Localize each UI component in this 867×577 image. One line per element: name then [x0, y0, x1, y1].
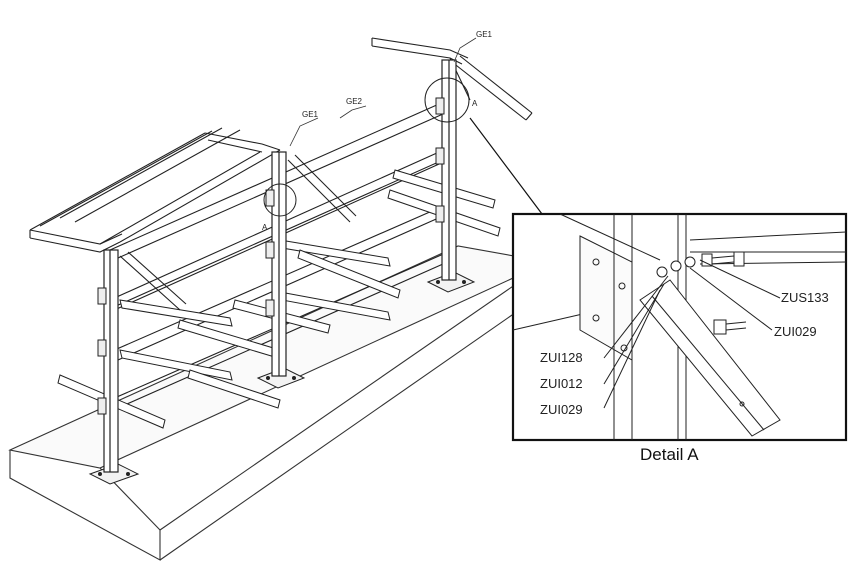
roof-frame-left	[29, 127, 357, 311]
part-label-zui029-left: ZUI029	[540, 402, 583, 417]
label-ge2: GE2	[346, 97, 363, 106]
label-ge1-mid: GE1	[302, 110, 319, 119]
label-a-right: A	[472, 99, 478, 108]
leader-lines	[289, 37, 477, 147]
part-label-zus133: ZUS133	[781, 290, 829, 305]
part-label-zui029-right: ZUI029	[774, 324, 817, 339]
part-label-zui012: ZUI012	[540, 376, 583, 391]
detail-a-inset: ZUS133 ZUI029 ZUI128 ZUI012 ZUI029	[511, 212, 848, 442]
detail-a-geometry	[512, 213, 847, 440]
part-label-zui128: ZUI128	[540, 350, 583, 365]
column-brackets	[97, 97, 445, 415]
detail-callout-circles	[263, 77, 470, 217]
detail-caption: Detail A	[640, 445, 699, 464]
columns	[103, 59, 457, 473]
label-a-left: A	[262, 223, 268, 232]
label-ge1-top: GE1	[476, 30, 493, 39]
